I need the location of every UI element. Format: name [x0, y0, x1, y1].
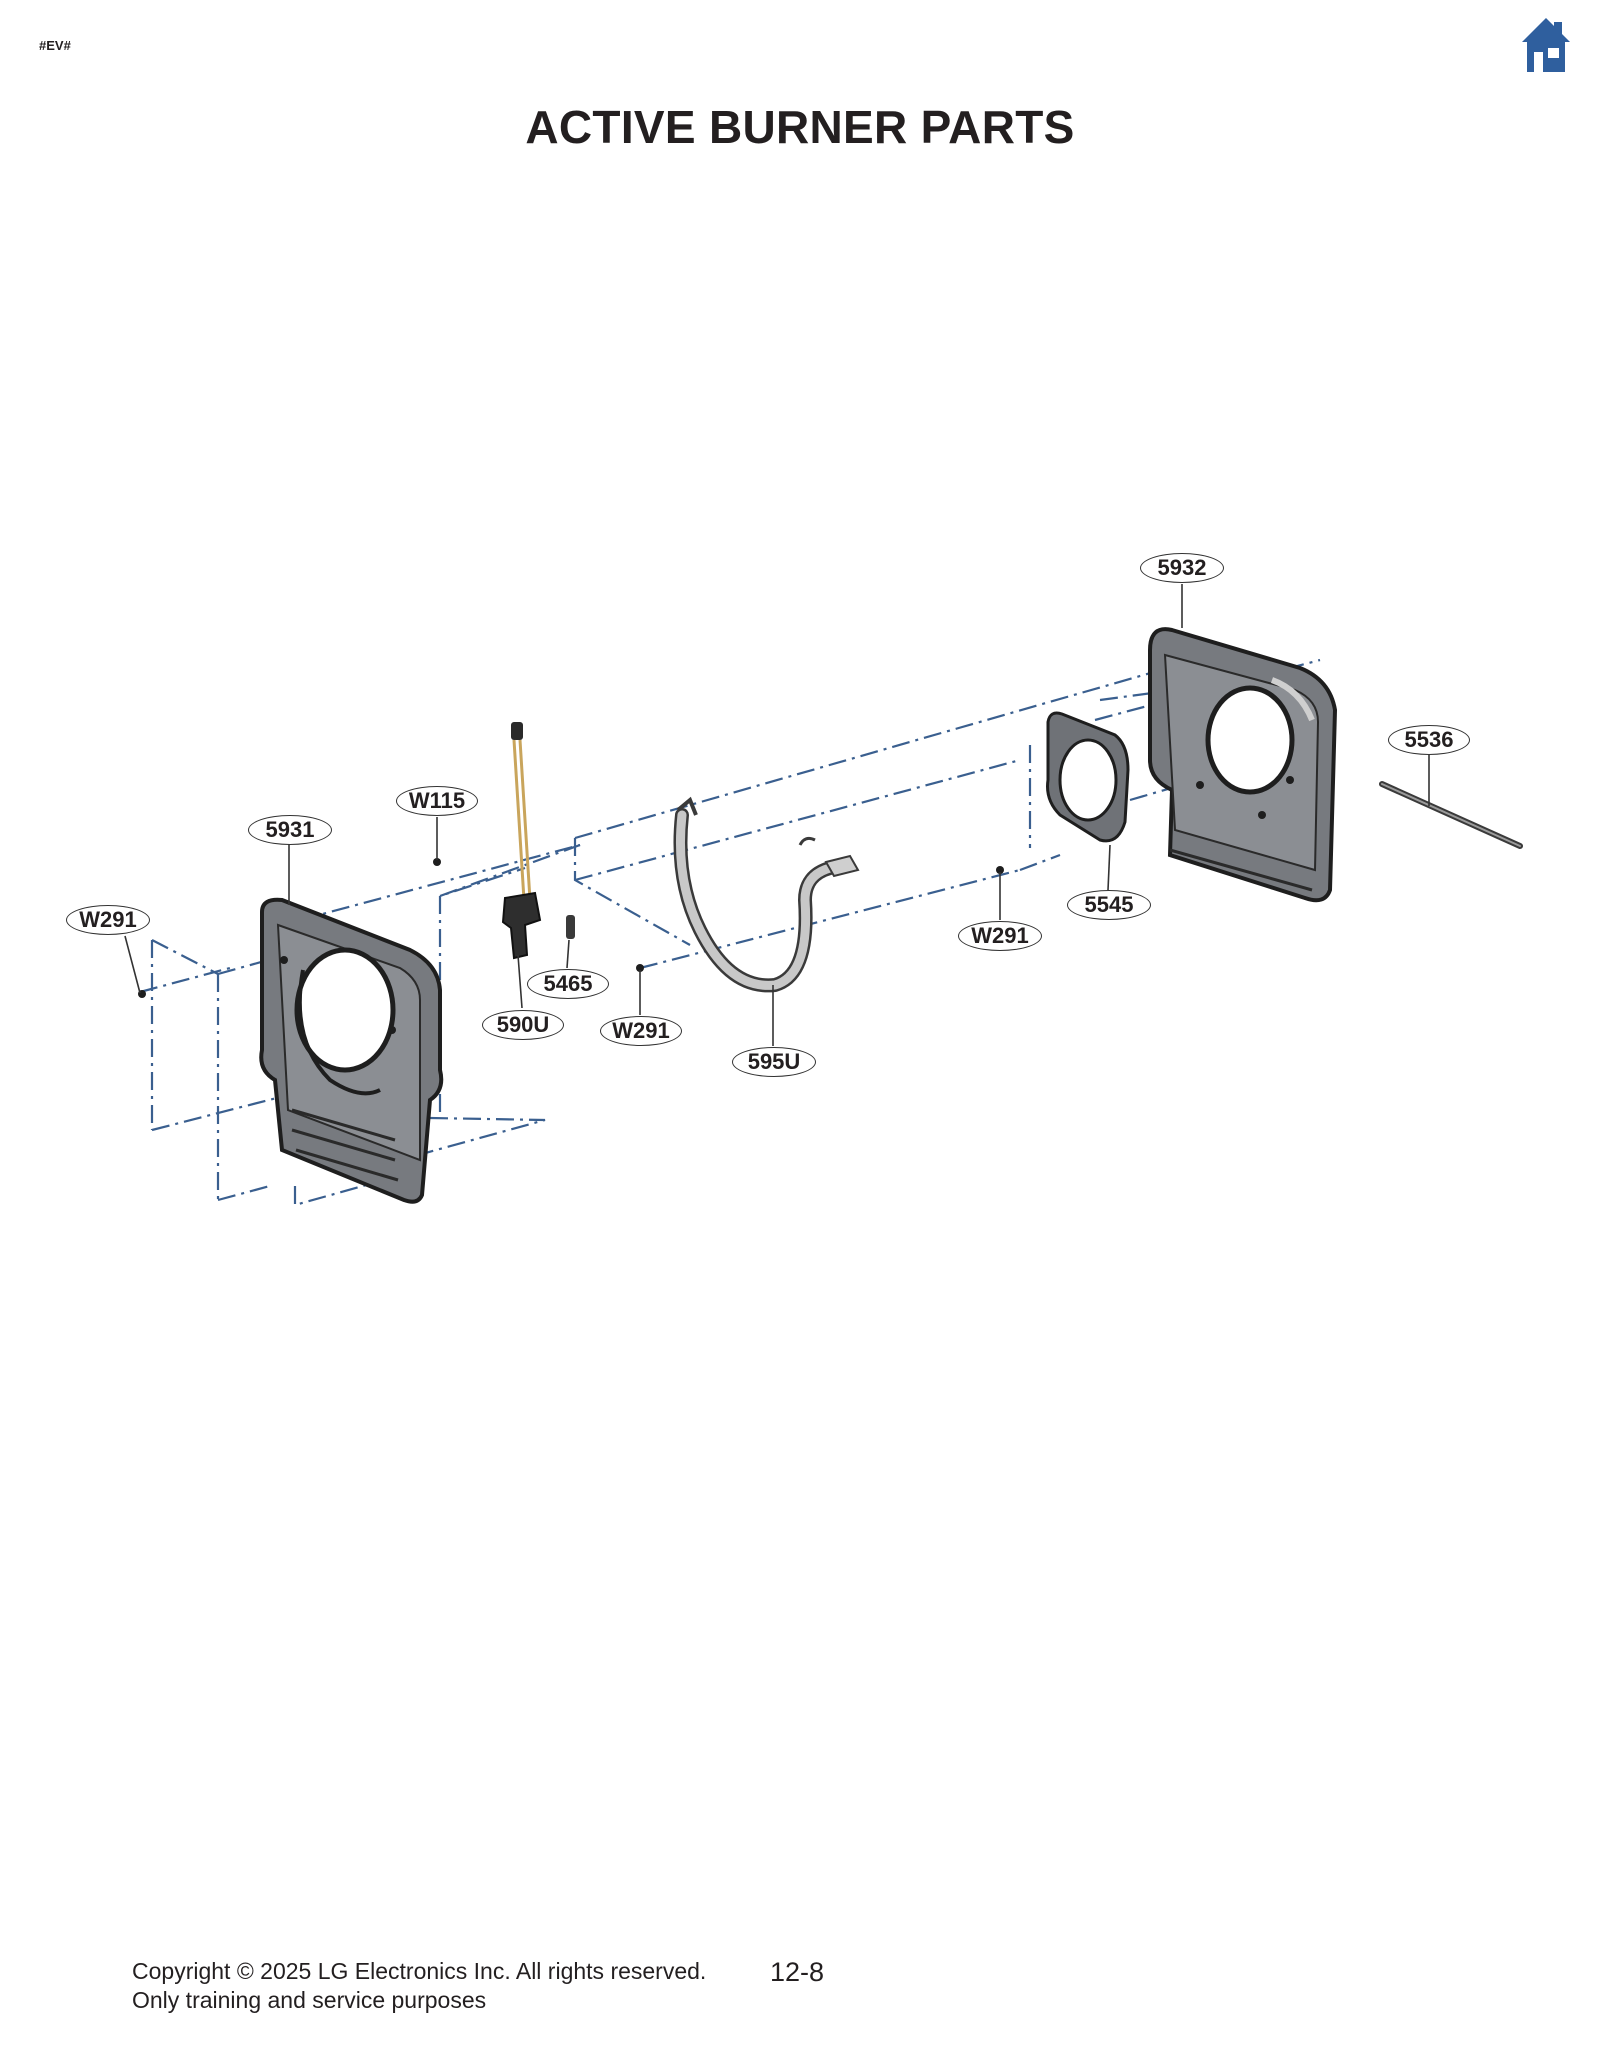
callout-5931[interactable]: 5931: [248, 815, 332, 845]
callout-W291-left[interactable]: W291: [66, 905, 150, 935]
home-icon[interactable]: [1518, 14, 1574, 76]
callout-5536[interactable]: 5536: [1388, 725, 1470, 755]
callout-5932[interactable]: 5932: [1140, 553, 1224, 583]
footer-copyright: Copyright © 2025 LG Electronics Inc. All…: [132, 1957, 706, 2015]
callout-W291-right[interactable]: W291: [958, 921, 1042, 951]
part-595U-tube: [673, 796, 860, 993]
part-590U-igniter: [501, 722, 542, 960]
part-5932-plate: [1148, 627, 1338, 903]
part-5545-gasket: [1046, 711, 1130, 843]
part-5465-screw: [566, 915, 575, 939]
copyright-text: Copyright © 2025 LG Electronics Inc. All…: [132, 1958, 707, 1984]
callout-595U[interactable]: 595U: [732, 1047, 816, 1077]
part-5536-rod: [1379, 781, 1523, 849]
callout-W291-mid[interactable]: W291: [600, 1016, 682, 1046]
part-5931-plate: [259, 897, 444, 1204]
page-title: ACTIVE BURNER PARTS: [525, 101, 1075, 153]
callout-590U[interactable]: 590U: [482, 1010, 564, 1040]
page-number: 12-8: [770, 1957, 825, 1987]
document-tag: #EV#: [39, 38, 71, 53]
callout-5545[interactable]: 5545: [1067, 890, 1151, 920]
callout-W115[interactable]: W115: [396, 786, 478, 816]
purpose-text: Only training and service purposes: [132, 1987, 487, 2013]
callout-5465[interactable]: 5465: [527, 969, 609, 999]
leader-lines: [124, 584, 1430, 1046]
